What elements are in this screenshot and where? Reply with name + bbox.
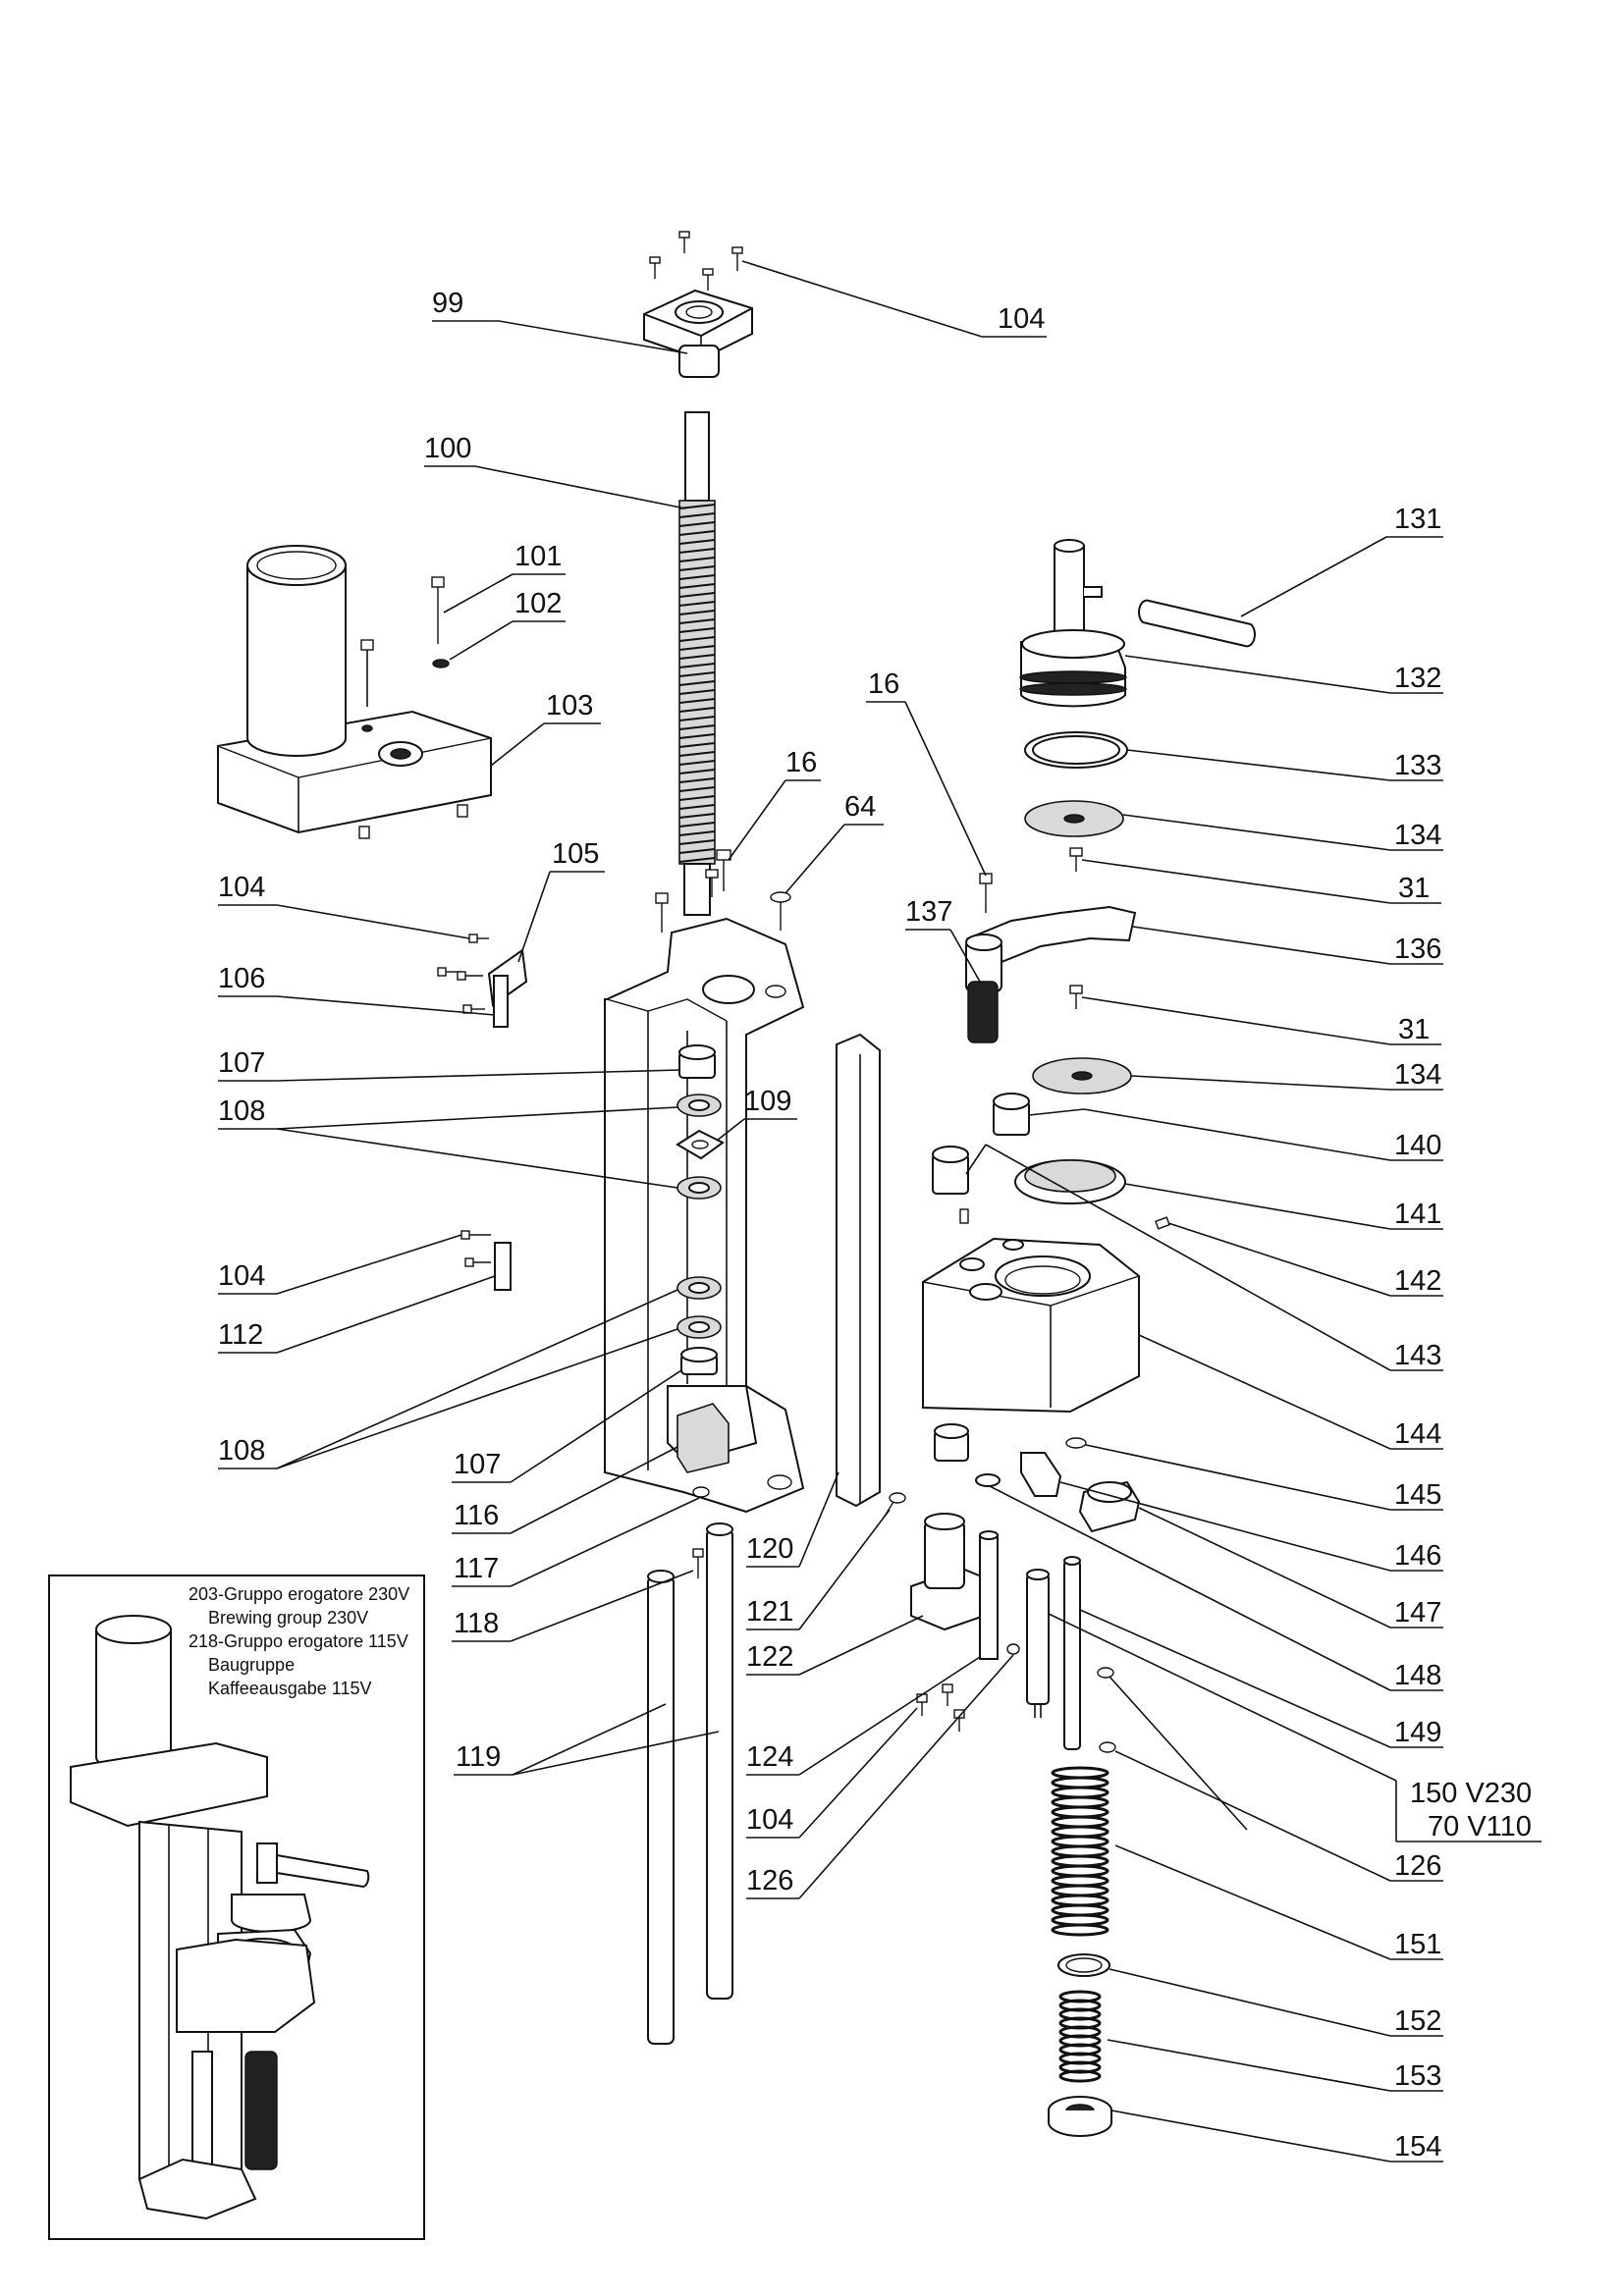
callout-64: 64 xyxy=(844,791,876,823)
callout-126: 126 xyxy=(1394,1850,1441,1882)
inset-line-4: Baugruppe xyxy=(208,1655,295,1675)
callout-104: 104 xyxy=(998,303,1045,335)
screws-121-118 xyxy=(692,1492,906,1578)
inset-line-5: Kaffeeausgabe 115V xyxy=(208,1679,371,1698)
callout-124: 124 xyxy=(746,1741,793,1773)
callout-150-v230: 150 V230 xyxy=(1410,1778,1532,1809)
frame-bushings xyxy=(676,1044,725,1375)
callout-16: 16 xyxy=(868,668,899,700)
callout-105: 105 xyxy=(552,838,599,870)
callout-122: 122 xyxy=(746,1641,793,1673)
plate-141 xyxy=(959,1159,1170,1230)
springs xyxy=(1048,1766,1112,2137)
motor-assembly xyxy=(217,545,492,839)
inset-line-3: 218-Gruppo erogatore 115V xyxy=(189,1631,408,1651)
callout-121: 121 xyxy=(746,1596,793,1628)
callout-144: 144 xyxy=(1394,1418,1441,1450)
callout-152: 152 xyxy=(1394,2005,1441,2037)
callout-120: 120 xyxy=(746,1533,793,1565)
threaded-spindle xyxy=(678,411,716,916)
lever-136 xyxy=(965,873,1137,992)
callout-151: 151 xyxy=(1394,1929,1441,1960)
callout-136: 136 xyxy=(1394,934,1441,965)
callout-106: 106 xyxy=(218,963,265,994)
rods-149-150 xyxy=(1006,1556,1116,1753)
screws-16-64 xyxy=(655,849,791,933)
callout-141: 141 xyxy=(1394,1199,1441,1230)
lower-fittings xyxy=(934,1423,1141,1533)
angle-profile xyxy=(836,1033,881,1508)
clip-112 xyxy=(460,1230,512,1291)
top-flange xyxy=(643,289,753,378)
callout-109: 109 xyxy=(744,1086,791,1117)
callout-133: 133 xyxy=(1394,750,1441,781)
callout-140: 140 xyxy=(1394,1130,1441,1161)
callout-134: 134 xyxy=(1394,1059,1441,1091)
callout-104: 104 xyxy=(218,1260,265,1292)
callout-103: 103 xyxy=(546,690,593,721)
callout-31: 31 xyxy=(1398,1014,1430,1045)
assembly-inset: 203-Gruppo erogatore 230V Brewing group … xyxy=(48,1575,425,2240)
callout-102: 102 xyxy=(514,588,562,619)
bushings-140-143 xyxy=(932,1093,1030,1195)
callout-118: 118 xyxy=(454,1608,499,1639)
callout-143: 143 xyxy=(1394,1340,1441,1371)
callout-104: 104 xyxy=(218,872,265,903)
callout-147: 147 xyxy=(1394,1597,1441,1629)
callout-101: 101 xyxy=(514,541,562,572)
inset-line-1: 203-Gruppo erogatore 230V xyxy=(189,1584,409,1604)
callout-149: 149 xyxy=(1394,1717,1441,1748)
callout-31: 31 xyxy=(1398,873,1430,904)
screw-101 xyxy=(431,576,450,668)
callout-132: 132 xyxy=(1394,663,1441,694)
callout-148: 148 xyxy=(1394,1660,1441,1691)
callout-153: 153 xyxy=(1394,2060,1441,2092)
callout-116: 116 xyxy=(454,1500,499,1531)
brew-head-block xyxy=(922,1237,1140,1414)
inset-assembly-drawing xyxy=(70,1615,370,2220)
callout-131: 131 xyxy=(1394,504,1441,535)
callout-100: 100 xyxy=(424,433,471,464)
seals-plates xyxy=(1024,731,1132,1095)
callout-154: 154 xyxy=(1394,2131,1441,2163)
callout-70-v110: 70 V110 xyxy=(1428,1811,1532,1842)
callout-142: 142 xyxy=(1394,1265,1441,1297)
callout-104: 104 xyxy=(746,1804,793,1836)
callout-137: 137 xyxy=(905,896,952,928)
valve-body xyxy=(910,1513,999,1732)
callout-119: 119 xyxy=(456,1741,501,1773)
callout-112: 112 xyxy=(218,1319,263,1351)
callout-108: 108 xyxy=(218,1435,265,1467)
top-screws xyxy=(649,231,743,291)
spring-137 xyxy=(967,981,999,1043)
callout-107: 107 xyxy=(454,1449,501,1480)
bracket-105 xyxy=(437,934,528,1028)
callout-146: 146 xyxy=(1394,1540,1441,1572)
piston-assembly xyxy=(1019,539,1256,708)
callout-134: 134 xyxy=(1394,820,1441,851)
callout-labels: 99 104 100 101 102 103 131 132 133 134 1… xyxy=(218,288,1532,2163)
leader-lines xyxy=(218,260,1542,2163)
callout-145: 145 xyxy=(1394,1479,1441,1511)
callout-16: 16 xyxy=(785,747,817,778)
inset-line-2: Brewing group 230V xyxy=(208,1608,368,1628)
callout-107: 107 xyxy=(218,1047,265,1079)
callout-108: 108 xyxy=(218,1095,265,1127)
callout-117: 117 xyxy=(454,1553,499,1584)
main-frame xyxy=(604,917,805,1514)
callout-126: 126 xyxy=(746,1865,793,1896)
callout-99: 99 xyxy=(432,288,463,319)
guide-rods xyxy=(647,1522,733,2045)
